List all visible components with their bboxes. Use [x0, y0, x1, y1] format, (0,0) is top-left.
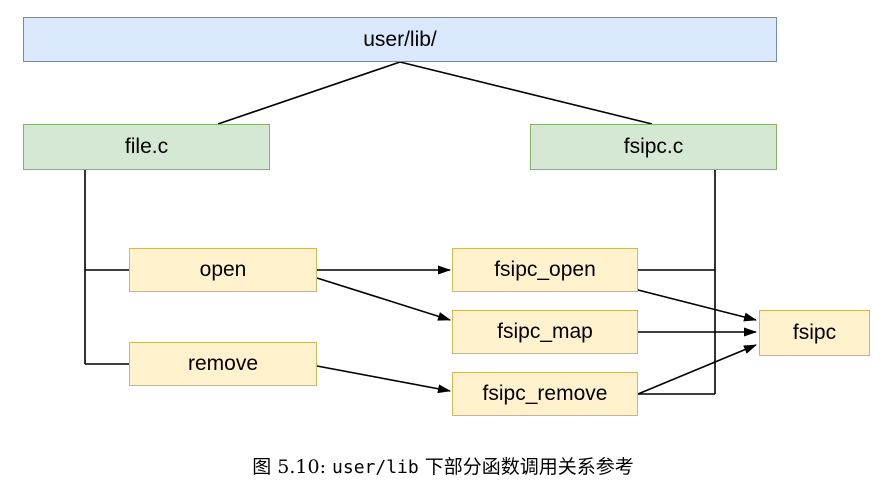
caption-code: user/lib [332, 457, 419, 478]
node-fsipc: fsipc [759, 310, 870, 356]
node-label-fsipc: fsipc [792, 321, 837, 344]
node-label-open: open [199, 258, 247, 281]
node-fsipc-remove: fsipc_remove [452, 372, 638, 416]
node-label-fsipc-remove: fsipc_remove [482, 382, 608, 405]
node-label-fsipc-map: fsipc_map [497, 320, 593, 343]
node-label-file-c: file.c [124, 135, 169, 158]
node-open: open [129, 248, 317, 292]
node-label-fsipc-c: fsipc.c [623, 135, 684, 158]
node-label-fsipc-open: fsipc_open [494, 258, 596, 281]
figure-caption: 图 5.10: user/lib 下部分函数调用关系参考 [0, 452, 886, 479]
node-label-remove: remove [187, 352, 259, 375]
caption-text: 下部分函数调用关系参考 [424, 456, 634, 478]
node-fsipc-c: fsipc.c [530, 124, 777, 170]
node-fsipc-map: fsipc_map [452, 310, 638, 354]
node-remove: remove [129, 342, 317, 386]
node-user-lib: user/lib/ [23, 17, 777, 62]
node-fsipc-open: fsipc_open [452, 248, 638, 292]
node-file-c: file.c [23, 124, 270, 170]
node-label-user-lib: user/lib/ [363, 27, 437, 51]
caption-figure-label: 图 5.10: [252, 456, 326, 478]
